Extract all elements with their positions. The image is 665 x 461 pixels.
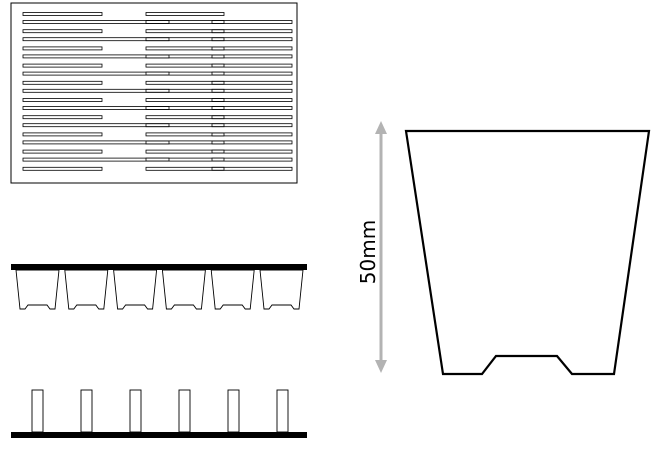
slot (22, 20, 170, 24)
slot (145, 157, 225, 162)
slot (145, 98, 225, 102)
slot (211, 71, 293, 76)
slot (22, 37, 170, 42)
slot (145, 132, 225, 137)
slot (22, 71, 170, 76)
slot (211, 54, 293, 59)
post (227, 389, 240, 433)
dimension-indicator: 50mm (356, 121, 387, 373)
slot (145, 46, 225, 51)
slot (145, 115, 225, 120)
slot (211, 132, 293, 137)
top-bar (11, 264, 307, 270)
slot (211, 88, 293, 93)
top-view-panel (10, 2, 298, 184)
slot (211, 46, 293, 51)
slot-pattern (22, 12, 293, 171)
slot (211, 149, 293, 154)
slot (22, 106, 170, 110)
tray-cell (259, 269, 304, 310)
slot (145, 166, 225, 171)
tray-cell (113, 269, 158, 310)
cell-profile-outline (404, 129, 651, 376)
slot (22, 88, 170, 93)
slot (22, 29, 103, 34)
slot (211, 140, 293, 145)
slot (145, 140, 225, 145)
slot (211, 157, 293, 162)
slot (145, 80, 225, 85)
slot (22, 80, 103, 85)
cell-row (15, 269, 304, 310)
cell-profile-large (404, 129, 651, 376)
slot (211, 29, 293, 34)
slot (145, 123, 225, 128)
slot (145, 29, 225, 34)
slot (145, 12, 225, 16)
slot (22, 63, 103, 68)
slot (211, 123, 293, 128)
slot (211, 37, 293, 42)
slot (211, 115, 293, 120)
slot (22, 132, 103, 137)
arrow-up-icon (375, 121, 387, 134)
slot (145, 63, 225, 68)
arrow-down-icon (375, 360, 387, 373)
slot (22, 98, 103, 102)
slot (145, 149, 225, 154)
tray-cell (15, 269, 60, 310)
slot (22, 140, 170, 145)
slot (22, 54, 170, 59)
slot (211, 80, 293, 85)
slot (145, 106, 225, 110)
slot (145, 71, 225, 76)
post (129, 389, 142, 433)
dimension-label: 50mm (356, 220, 380, 284)
slot (145, 88, 225, 93)
slot (211, 63, 293, 68)
slot (22, 115, 103, 120)
front-post-view (11, 389, 307, 438)
post (80, 389, 93, 433)
slot (22, 149, 103, 154)
post-row (31, 389, 289, 433)
slot (211, 98, 293, 102)
slot (22, 157, 170, 162)
slot (22, 12, 103, 16)
post (31, 389, 44, 433)
slot (22, 123, 170, 128)
side-section-view (11, 264, 307, 310)
tray-cell (210, 269, 255, 310)
post (178, 389, 191, 433)
tray-cell (161, 269, 206, 310)
slot (211, 106, 293, 110)
slot (145, 20, 225, 24)
tray-cell (64, 269, 109, 310)
slot (211, 20, 293, 24)
slot (211, 166, 293, 171)
panel-outline (10, 2, 298, 184)
slot (145, 37, 225, 42)
base-bar (11, 432, 307, 438)
slot (22, 46, 103, 51)
post (276, 389, 289, 433)
slot (22, 166, 103, 171)
slot (145, 54, 225, 59)
